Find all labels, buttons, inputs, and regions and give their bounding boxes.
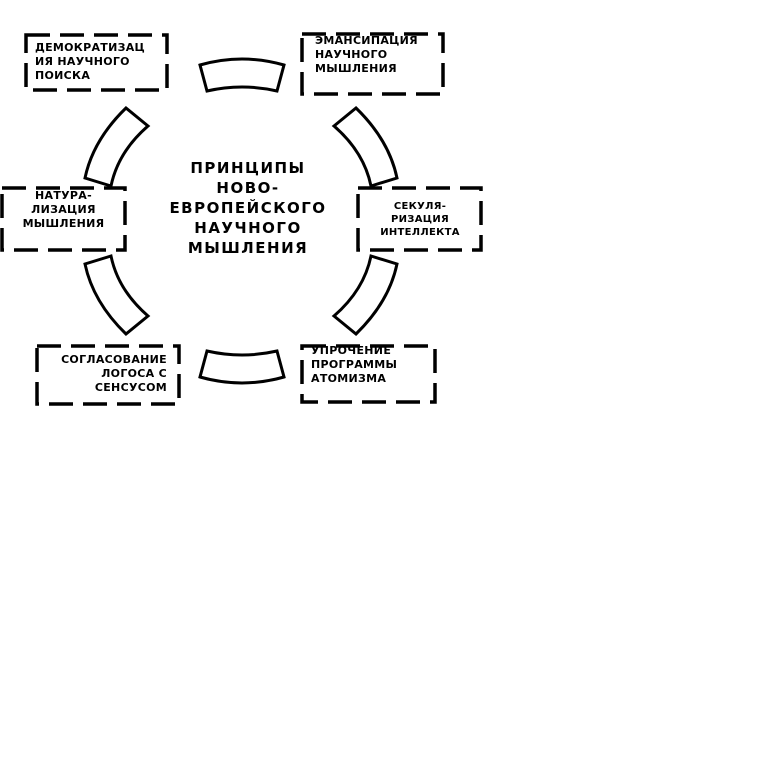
node-label-line: НАУЧНОГО [315, 48, 388, 61]
node-label-line: ЛОГОСА С [101, 367, 167, 380]
node-label-line: СОГЛАСОВАНИЕ [61, 353, 167, 366]
node-label-line: НАТУРА- [35, 189, 92, 202]
arc-connector-lower-right [331, 254, 399, 337]
node-label-line: ИНТЕЛЛЕКТА [380, 227, 460, 238]
node-box-atomism [300, 344, 437, 404]
node-label-line: МЫШЛЕНИЯ [22, 217, 105, 230]
arc-connector-top [198, 57, 286, 93]
title-line: НОВО- [216, 179, 280, 197]
title-line: ЕВРОПЕЙСКОГО [169, 199, 327, 217]
node-label-line: МЫШЛЕНИЯ [315, 62, 397, 75]
arc-connector-lower-left [83, 254, 151, 337]
node-label-line: СЕНСУСОМ [94, 381, 167, 394]
node-secularization: СЕКУЛЯ- РИЗАЦИЯ ИНТЕЛЛЕКТА [365, 200, 475, 239]
node-box-naturalization [0, 186, 127, 252]
node-harmonization: СОГЛАСОВАНИЕ ЛОГОСА С СЕНСУСОМ [45, 353, 167, 395]
node-democratization: ДЕМОКРАТИЗАЦ ИЯ НАУЧНОГО ПОИСКА [35, 41, 145, 83]
node-box-emancipation [300, 32, 445, 96]
node-label-line: ИЯ НАУЧНОГО [35, 55, 130, 68]
arc-connector-upper-right [331, 105, 399, 188]
node-label-line: УПРОЧЕНИЕ [311, 344, 392, 357]
node-label-line: ЭМАНСИПАЦИЯ [315, 34, 418, 47]
node-atomism: УПРОЧЕНИЕ ПРОГРАММЫ АТОМИЗМА [311, 344, 397, 386]
node-label-line: АТОМИЗМА [311, 372, 387, 385]
title-line: НАУЧНОГО [194, 219, 302, 237]
node-box-democratization [24, 33, 169, 92]
node-label-line: ЛИЗАЦИЯ [31, 203, 96, 216]
node-box-secularization [356, 186, 483, 252]
node-naturalization: НАТУРА- ЛИЗАЦИЯ МЫШЛЕНИЯ [12, 189, 115, 231]
title-line: МЫШЛЕНИЯ [187, 239, 309, 257]
node-label-line: СЕКУЛЯ- [393, 201, 447, 212]
node-label-line: РИЗАЦИЯ [391, 214, 449, 225]
arc-connector-bottom [198, 349, 286, 385]
arc-connector-upper-left [83, 105, 151, 188]
node-box-harmonization [35, 344, 181, 406]
title-line: ПРИНЦИПЫ [190, 159, 306, 177]
node-label-line: ПОИСКА [35, 69, 91, 82]
node-label-line: ПРОГРАММЫ [311, 358, 398, 371]
node-label-line: ДЕМОКРАТИЗАЦ [35, 41, 146, 54]
node-emancipation: ЭМАНСИПАЦИЯ НАУЧНОГО МЫШЛЕНИЯ [315, 34, 418, 76]
diagram-title: ПРИНЦИПЫ НОВО- ЕВРОПЕЙСКОГО НАУЧНОГО МЫШ… [158, 158, 338, 258]
